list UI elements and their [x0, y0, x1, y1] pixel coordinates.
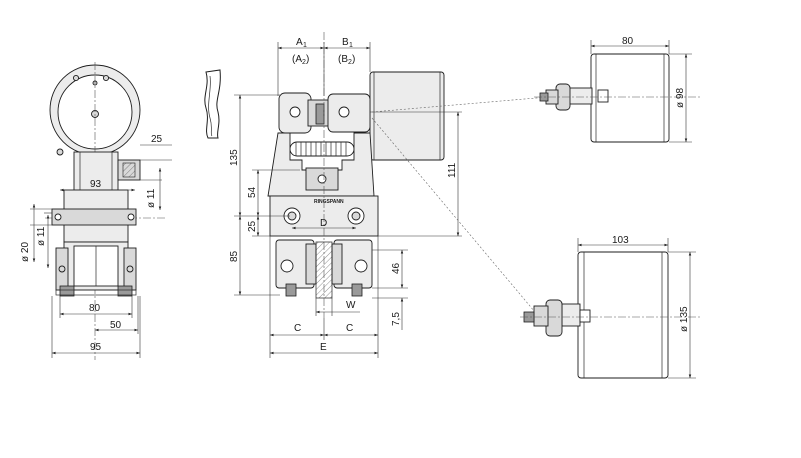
front-spring: [289, 141, 355, 157]
side-pin: [51, 208, 137, 226]
side-dim-93: 93: [90, 179, 102, 190]
actuator-small-dim-dia98: ø 98: [675, 88, 686, 108]
front-view: A 1 (A 2 ) B 1 (B 2 ) RINGSPANN: [229, 32, 462, 358]
front-actuator-drum: [369, 71, 445, 161]
side-dim-dia11-left: ø 11: [36, 226, 47, 246]
dim-a2-sub: 2: [302, 59, 306, 66]
dim-85: 85: [229, 250, 240, 262]
dim-111: 111: [447, 162, 458, 178]
dim-a1-sub: 1: [303, 42, 307, 49]
dim-a2-close: ): [306, 54, 309, 65]
side-dim-95: 95: [90, 342, 102, 353]
actuator-large-dim-dia135: ø 135: [679, 306, 690, 332]
dim-w: W: [346, 300, 356, 311]
dim-46: 46: [391, 262, 402, 274]
actuator-large: 103 ø 135: [520, 235, 700, 379]
front-logo: RINGSPANN: [314, 199, 344, 205]
side-dim-25: 25: [151, 134, 163, 145]
dim-b1: B: [342, 37, 349, 48]
projection-line-upper: [371, 96, 549, 113]
actuator-large-dim-103: 103: [612, 235, 629, 246]
actuator-small: 80 ø 98: [534, 36, 700, 143]
dim-d: D: [320, 218, 327, 229]
dim-c-right: C: [346, 323, 353, 334]
side-dim-80: 80: [89, 303, 101, 314]
dim-7-5: 7,5: [391, 312, 402, 326]
projection-line-lower: [371, 117, 541, 319]
side-dim-dia11-right: ø 11: [146, 188, 157, 208]
side-view: 25 93 ø 11 ø 20 ø 11 80 50 95: [20, 62, 172, 360]
dim-c-left: C: [294, 323, 301, 334]
side-neck: [73, 151, 119, 191]
side-dim-dia20: ø 20: [20, 242, 31, 262]
dim-25: 25: [247, 220, 258, 232]
dim-a2: (A: [292, 54, 302, 65]
side-dim-50: 50: [110, 320, 122, 331]
dim-54: 54: [247, 186, 258, 198]
breakout-sketch: [204, 69, 221, 139]
dim-b2: (B: [338, 54, 348, 65]
actuator-large-body: [577, 251, 669, 379]
dim-e: E: [320, 342, 327, 353]
actuator-small-dim-80: 80: [622, 36, 634, 47]
dim-135: 135: [229, 149, 240, 166]
dim-b2-close: ): [352, 54, 355, 65]
dim-a1: A: [296, 37, 303, 48]
dim-b1-sub: 1: [349, 42, 353, 49]
dim-b2-sub: 2: [348, 59, 352, 66]
